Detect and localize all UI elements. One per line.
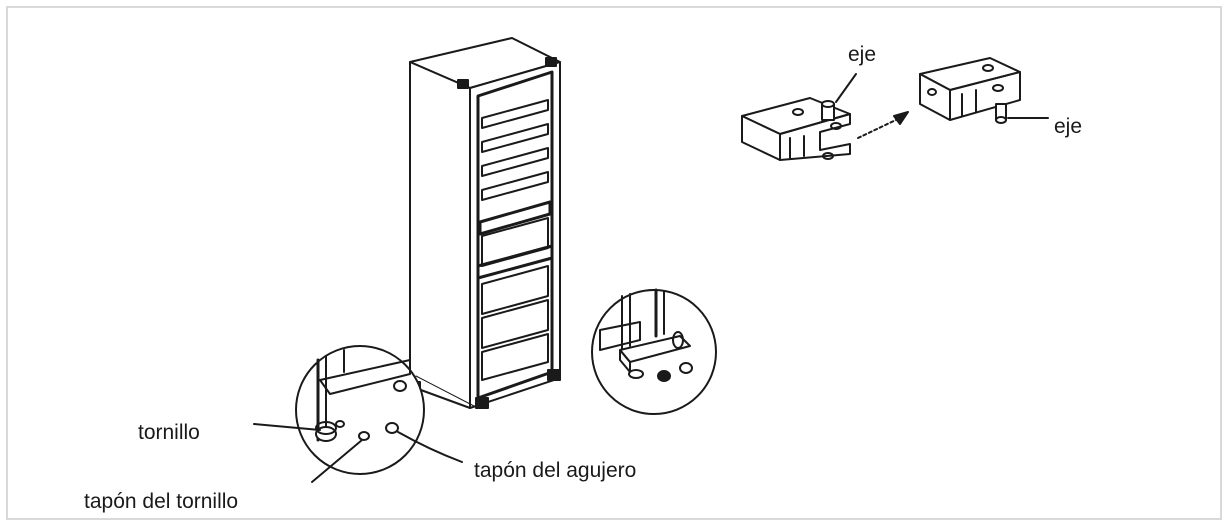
hinge-detail-circle	[591, 288, 717, 415]
screw-detail-circle	[295, 345, 425, 475]
screw-cap-label: tapón del tornillo	[84, 490, 239, 513]
screw-label: tornillo	[138, 421, 200, 444]
hole-cap-label: tapón del agujero	[474, 459, 637, 482]
screw-leader-line	[253, 423, 321, 431]
hinge-before-illustration	[741, 97, 851, 161]
hole-cap-leader-line	[397, 431, 463, 463]
axle-top-leader-line	[835, 73, 857, 103]
hinge-after-illustration	[919, 57, 1021, 124]
detail-connector-line	[415, 375, 475, 407]
axle-top-label: eje	[848, 43, 877, 66]
axle-right-label: eje	[1054, 115, 1083, 138]
screw-cap-leader-line	[311, 439, 363, 483]
refrigerator-illustration	[409, 37, 561, 409]
direction-arrow	[857, 111, 909, 139]
